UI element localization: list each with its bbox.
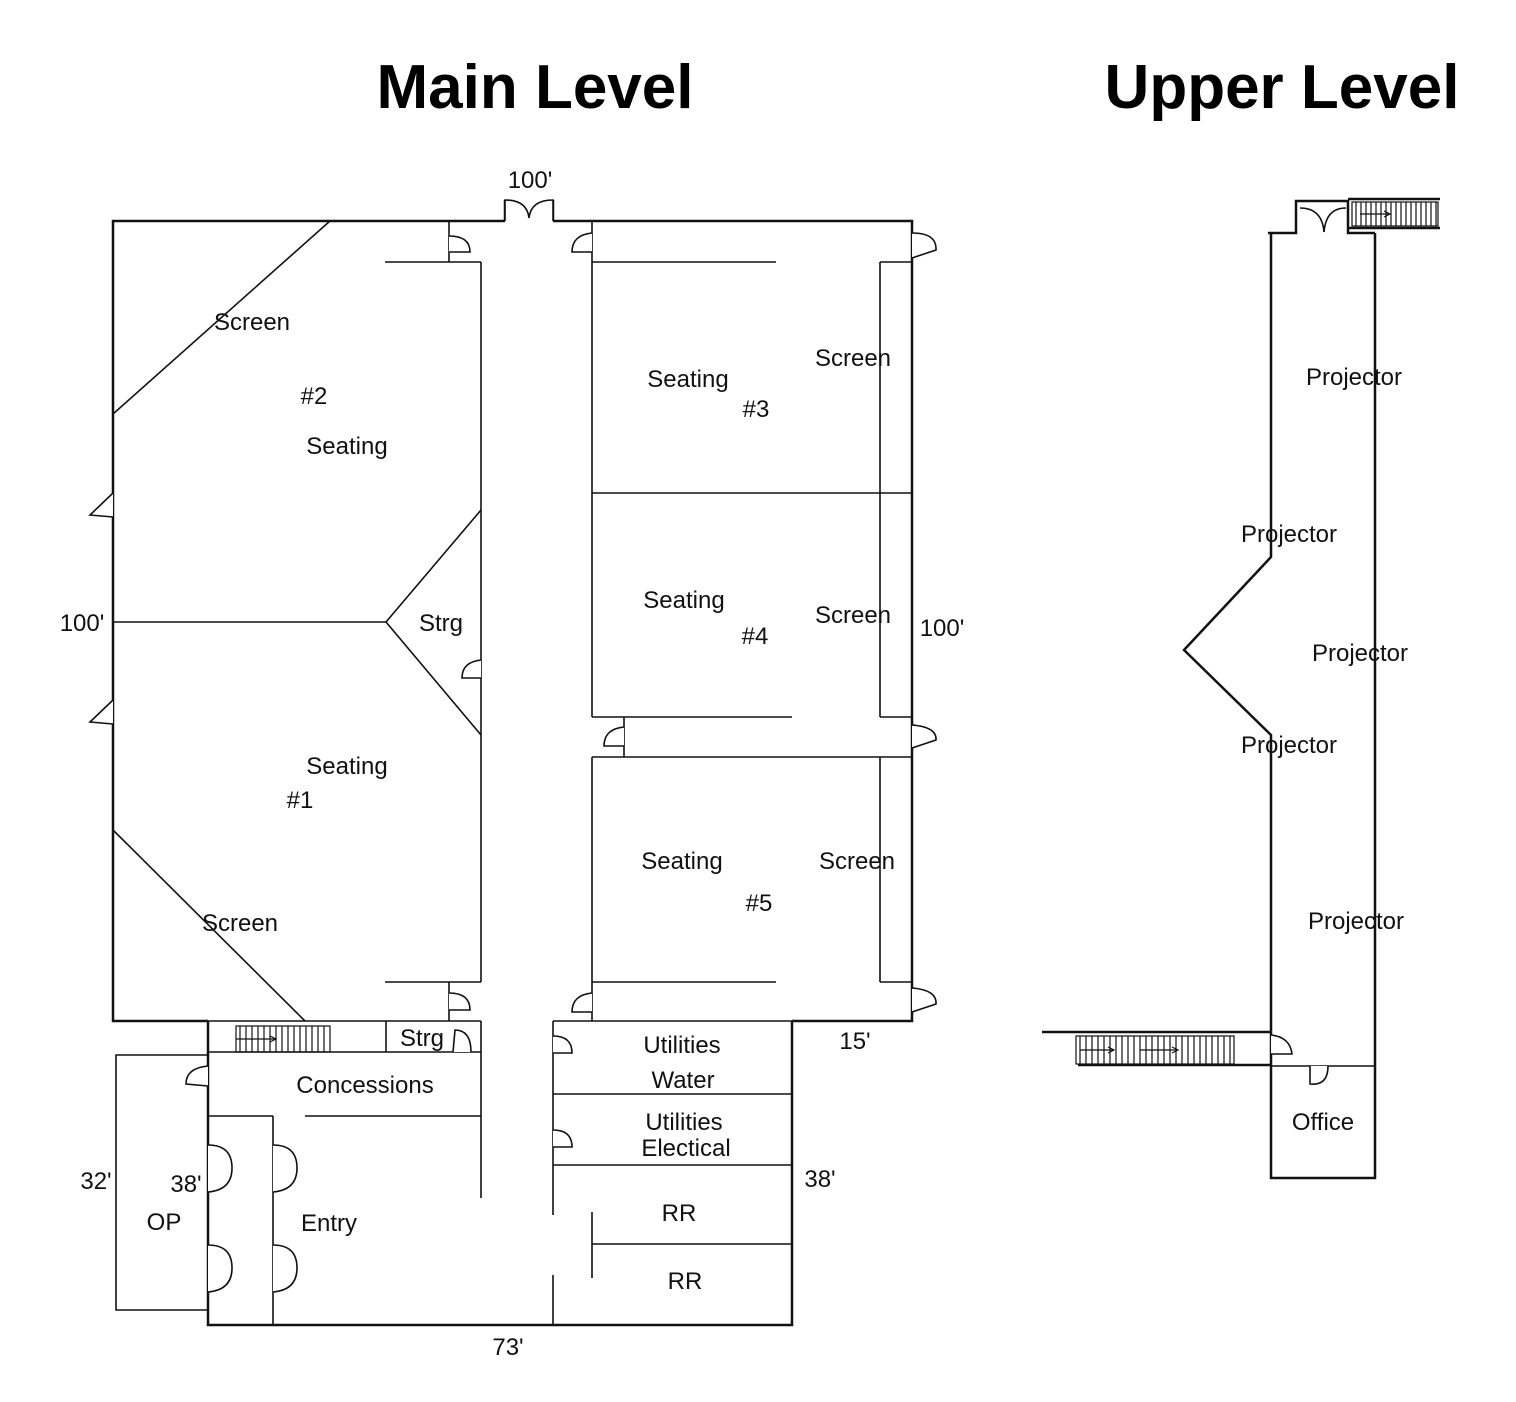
entry-label: Entry (301, 1210, 357, 1237)
concessions-label: Concessions (296, 1072, 433, 1099)
dim-top: 100' (508, 167, 553, 194)
restroom-2-label: RR (668, 1268, 703, 1295)
theater1-seating-label: Seating (306, 753, 387, 780)
main-level-partitions (112, 220, 912, 1325)
projector-label-4: Projector (1241, 732, 1337, 759)
utilities-electrical-title: Utilities (645, 1109, 722, 1136)
dim-right-lower: 38' (804, 1166, 835, 1193)
lower-storage-label: Strg (400, 1025, 444, 1052)
theater5-number: #5 (746, 890, 773, 917)
projector-label-1: Projector (1306, 364, 1402, 391)
upper-stairs (1075, 201, 1439, 1065)
main-level-walls (111, 200, 914, 1327)
theater2-screen-label: Screen (214, 309, 290, 336)
op-label: OP (147, 1209, 182, 1236)
theater3-screen-label: Screen (815, 345, 891, 372)
main-level-labels: 100' 100' 100' 15' 32' 38' 38' 73' Scree… (60, 167, 965, 1361)
office-label: Office (1292, 1109, 1354, 1136)
storage-label: Strg (419, 610, 463, 637)
dim-left: 100' (60, 610, 105, 637)
upper-level-walls (1042, 197, 1440, 1180)
main-level-title: Main Level (377, 53, 694, 122)
utilities-electrical-label: Electical (641, 1135, 730, 1162)
theater5-screen-label: Screen (819, 848, 895, 875)
projector-label-5: Projector (1308, 908, 1404, 935)
theater3-seating-label: Seating (647, 366, 728, 393)
theater2-number: #2 (301, 383, 328, 410)
restroom-1-label: RR (662, 1200, 697, 1227)
theater1-number: #1 (287, 787, 314, 814)
upper-level-title: Upper Level (1105, 53, 1460, 122)
main-stairs (235, 1025, 331, 1053)
upper-level-labels: Projector Projector Projector Projector … (1241, 364, 1408, 1136)
theater4-seating-label: Seating (643, 587, 724, 614)
dim-bottom: 73' (492, 1334, 523, 1361)
upper-door-swings (1270, 207, 1347, 1085)
projector-label-2: Projector (1241, 521, 1337, 548)
dim-left-lower: 32' (80, 1168, 111, 1195)
utilities-water-title: Utilities (643, 1032, 720, 1059)
dim-right: 100' (920, 615, 965, 642)
theater3-number: #3 (743, 396, 770, 423)
projector-label-3: Projector (1312, 640, 1408, 667)
theater4-screen-label: Screen (815, 602, 891, 629)
theater2-seating-label: Seating (306, 433, 387, 460)
utilities-water-label: Water (651, 1067, 714, 1094)
door-swings (88, 199, 937, 1293)
theater4-number: #4 (742, 623, 769, 650)
dim-entry: 38' (170, 1171, 201, 1198)
dim-notch: 15' (839, 1028, 870, 1055)
theater1-screen-label: Screen (202, 910, 278, 937)
theater5-seating-label: Seating (641, 848, 722, 875)
